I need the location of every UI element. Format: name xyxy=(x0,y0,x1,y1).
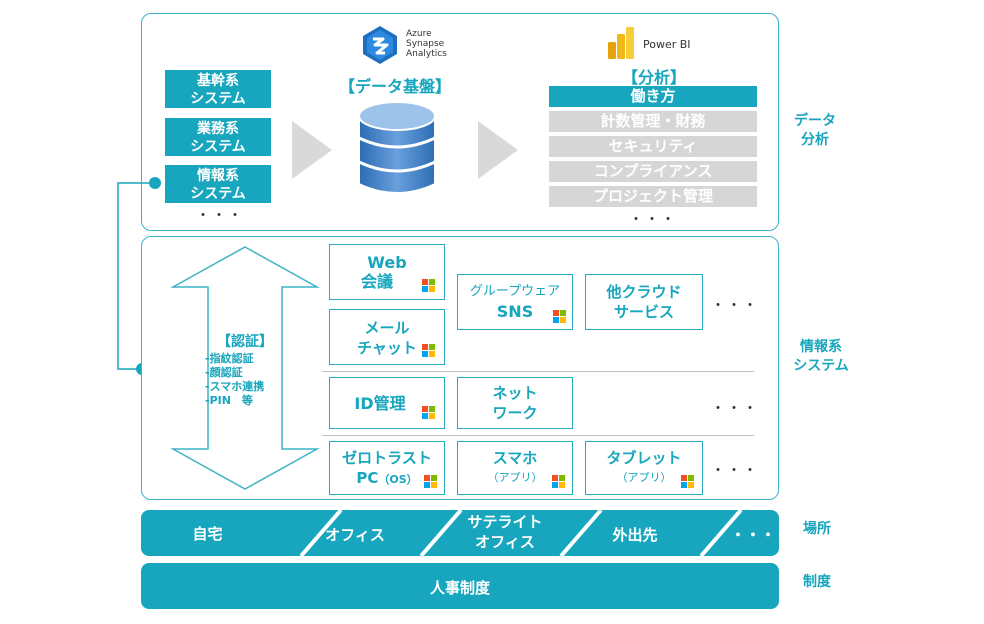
hr-system-bar xyxy=(141,563,779,609)
label-place: 場所 xyxy=(803,521,831,537)
divider xyxy=(322,435,754,436)
microsoft-icon xyxy=(681,475,694,488)
azure-synapse-logo-text: Azure Synapse Analytics xyxy=(406,29,447,59)
source-system-core: 基幹系システム xyxy=(165,70,271,108)
place-more: ・・・ xyxy=(730,526,776,544)
auth-methods: -指紋認証 -顔認証 -スマホ連携 -PIN 等 xyxy=(205,352,265,407)
label-system: 制度 xyxy=(803,574,831,590)
app-zerotrust-pc: ゼロトラスト PC（OS） xyxy=(329,441,445,495)
place-satellite-office: サテライトオフィス xyxy=(467,513,543,551)
place-office: オフィス xyxy=(325,526,385,544)
microsoft-icon xyxy=(553,310,566,323)
analysis-item-finance: 計数管理・財務 xyxy=(549,111,757,132)
source-more: ・・・ xyxy=(196,208,244,224)
analysis-item-project: プロジェクト管理 xyxy=(549,186,757,207)
app-mail-chat: メールチャット xyxy=(329,309,445,365)
auth-heading: 【認証】 xyxy=(217,334,273,350)
microsoft-icon xyxy=(422,344,435,357)
app-smartphone: スマホ （アプリ） xyxy=(457,441,573,495)
microsoft-icon xyxy=(422,406,435,419)
app-other-cloud: 他クラウドサービス xyxy=(585,274,703,330)
microsoft-icon xyxy=(424,475,437,488)
database-icon xyxy=(358,101,436,194)
app-groupware: グループウェア SNS xyxy=(457,274,573,330)
places-bar xyxy=(141,510,779,556)
app-id-management: ID管理 xyxy=(329,377,445,429)
flow-arrow-icon xyxy=(478,121,518,179)
power-bi-logo-text: Power BI xyxy=(643,38,691,51)
analysis-more: ・・・ xyxy=(629,212,677,228)
divider xyxy=(322,371,754,372)
microsoft-icon xyxy=(422,279,435,292)
apps-row3-more: ・・・ xyxy=(711,463,759,479)
microsoft-icon xyxy=(552,475,565,488)
app-tablet: タブレット （アプリ） xyxy=(585,441,703,495)
flow-arrow-icon xyxy=(292,121,332,179)
hr-system-label: 人事制度 xyxy=(429,579,490,597)
label-data-analysis: データ分析 xyxy=(794,113,836,148)
place-outside: 外出先 xyxy=(612,526,658,544)
analysis-heading: 【分析】 xyxy=(621,68,686,87)
label-info-system: 情報系システム xyxy=(793,339,849,374)
azure-synapse-logo-icon xyxy=(363,26,397,64)
power-bi-logo-icon xyxy=(608,27,634,59)
source-system-info: 情報系システム xyxy=(165,165,271,203)
apps-row2-more: ・・・ xyxy=(711,401,759,417)
source-system-business: 業務系システム xyxy=(165,118,271,156)
double-arrow-icon xyxy=(170,246,320,490)
app-network: ネットワーク xyxy=(457,377,573,429)
place-home: 自宅 xyxy=(192,525,223,543)
analysis-item-workstyle: 働き方 xyxy=(549,86,757,107)
analysis-item-compliance: コンプライアンス xyxy=(549,161,757,182)
apps-row1-more: ・・・ xyxy=(711,298,759,314)
analysis-item-security: セキュリティ xyxy=(549,136,757,157)
data-platform-heading: 【データ基盤】 xyxy=(338,77,451,96)
